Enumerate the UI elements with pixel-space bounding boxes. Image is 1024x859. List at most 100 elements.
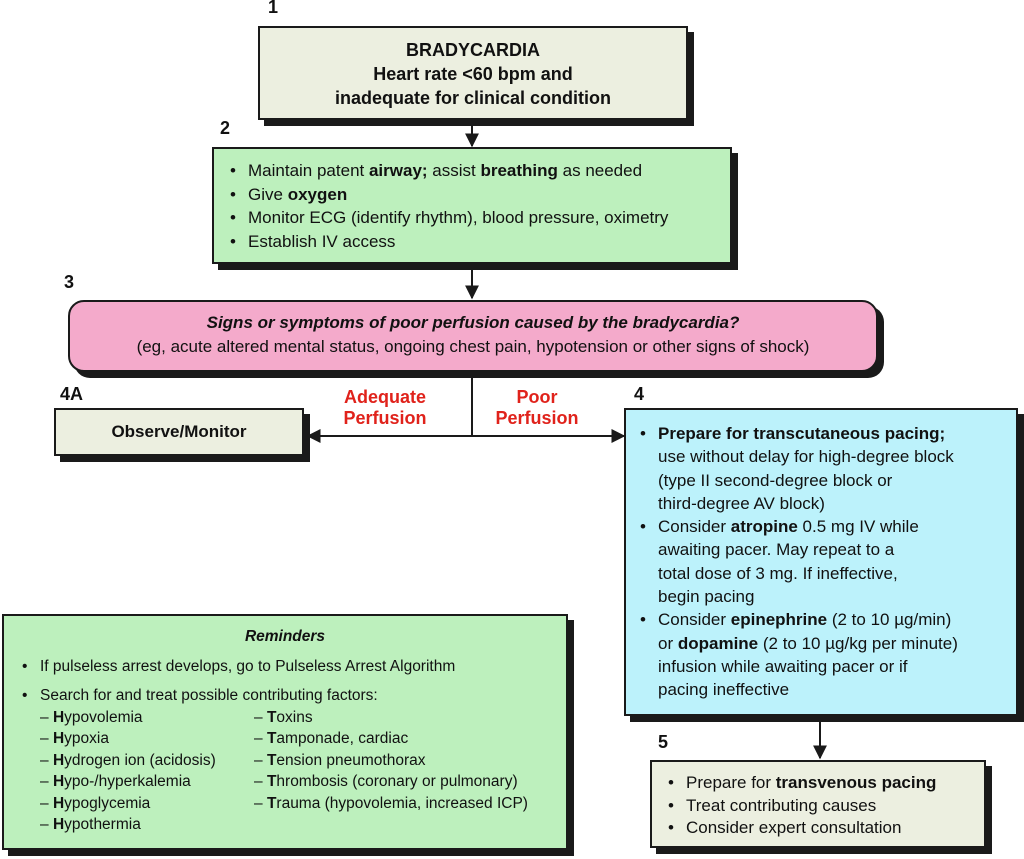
transvenous-item: Prepare for transvenous pacing	[664, 772, 974, 795]
reminders-title: Reminders	[244, 628, 326, 645]
dash: –	[254, 708, 267, 726]
dopamine-line: or dopamine (2 to 10 µg/kg per minute)	[658, 632, 1006, 655]
epinephrine-text-1: Consider	[658, 610, 731, 630]
h-cause: – Hypovolemia	[40, 707, 254, 729]
step-number-4: 4	[634, 384, 645, 404]
t-cause: – Tension pneumothorax	[254, 750, 528, 772]
transcutaneous-line-3: third-degree AV block)	[658, 493, 825, 513]
dash: –	[254, 751, 267, 769]
t-cause-text: ension pneumothorax	[276, 751, 426, 769]
reminder-contributing-factors: Search for and treat possible contributi…	[18, 685, 552, 836]
oxygen-text: Give	[248, 184, 288, 204]
h-cause-initial: H	[52, 773, 65, 790]
t-causes-list: – Toxins – Tamponade, cardiac – Tension …	[254, 707, 528, 836]
atropine-text-2: 0.5 mg IV while	[797, 517, 919, 537]
t-cause-initial: T	[266, 751, 277, 769]
bradycardia-condition: inadequate for clinical condition	[334, 88, 612, 108]
initial-care-item-monitor: Monitor ECG (identify rhythm), blood pre…	[226, 206, 718, 230]
h-cause-initial: H	[52, 816, 65, 833]
h-cause-initial: H	[52, 794, 65, 812]
observe-monitor-box: Observe/Monitor	[54, 408, 304, 456]
atropine-text-1: Consider	[658, 517, 731, 537]
dash: –	[254, 730, 267, 747]
infusion-line-2: pacing ineffective	[658, 680, 790, 700]
h-cause: – Hypothermia	[40, 814, 254, 836]
airway-text-3: as needed	[557, 161, 643, 180]
atropine-bold: atropine	[730, 517, 798, 537]
bradycardia-title: BRADYCARDIA	[406, 40, 540, 60]
dopamine-or: or	[658, 633, 678, 653]
h-cause: – Hypoxia	[40, 728, 254, 750]
poor-perfusion-word: Perfusion	[495, 408, 579, 428]
dash: –	[40, 794, 53, 812]
dash: –	[254, 773, 267, 790]
adequate-perfusion-label: Adequate Perfusion	[330, 387, 440, 429]
h-cause-text: ypothermia	[64, 816, 141, 833]
t-cause: – Thrombosis (coronary or pulmonary)	[254, 771, 528, 793]
poor-perfusion-label: Poor Perfusion	[484, 387, 590, 429]
expert-consultation-item: Consider expert consultation	[664, 817, 974, 840]
dash: –	[40, 708, 53, 726]
initial-care-item-oxygen: Give oxygen	[226, 183, 718, 207]
h-cause-text: ydrogen ion (acidosis)	[64, 751, 216, 769]
t-cause-text: hrombosis (coronary or pulmonary)	[276, 773, 518, 790]
step-number-3: 3	[64, 272, 75, 292]
dash: –	[40, 730, 53, 747]
h-cause-text: ypo-/hyperkalemia	[64, 773, 191, 790]
perfusion-question: Signs or symptoms of poor perfusion caus…	[206, 313, 740, 332]
transvenous-pacing-box: Prepare for transvenous pacing Treat con…	[650, 760, 986, 848]
step-number-1: 1	[268, 0, 279, 17]
t-cause-initial: T	[266, 730, 277, 747]
step-number-5: 5	[658, 732, 669, 752]
reminder-pulseless-arrest: If pulseless arrest develops, go to Puls…	[18, 656, 552, 678]
poor-perfusion-treatment-box: Prepare for transcutaneous pacing; use w…	[624, 408, 1018, 716]
atropine-item: Consider atropine 0.5 mg IV while awaiti…	[636, 515, 1006, 608]
adequate-perfusion-word: Perfusion	[343, 408, 427, 428]
breathing-bold: breathing	[480, 161, 558, 180]
t-cause: – Trauma (hypovolemia, increased ICP)	[254, 793, 528, 815]
dopamine-dose: (2 to 10 µg/kg per minute)	[758, 633, 958, 653]
h-causes-list: – Hypovolemia – Hypoxia – Hydrogen ion (…	[40, 707, 254, 836]
h-cause-initial: H	[52, 730, 65, 747]
atropine-line-3: begin pacing	[658, 587, 755, 607]
bradycardia-heart-rate: Heart rate <60 bpm and	[373, 64, 573, 84]
adequate-word: Adequate	[343, 387, 426, 407]
atropine-line-1: awaiting pacer. May repeat to a	[658, 540, 895, 560]
t-cause-initial: T	[266, 773, 277, 790]
h-cause-initial: H	[52, 708, 65, 726]
perfusion-examples: (eg, acute altered mental status, ongoin…	[136, 337, 810, 356]
step-number-4a: 4A	[60, 384, 84, 404]
oxygen-bold: oxygen	[287, 184, 348, 204]
h-cause-text: ypovolemia	[64, 708, 143, 726]
dash: –	[40, 816, 53, 833]
bradycardia-box: BRADYCARDIA Heart rate <60 bpm and inade…	[258, 26, 688, 120]
t-cause-text: oxins	[276, 708, 313, 726]
transcutaneous-line-1: use without delay for high-degree block	[658, 447, 954, 467]
dash: –	[40, 773, 53, 790]
t-cause-text: rauma (hypovolemia, increased ICP)	[276, 794, 528, 812]
h-cause: – Hypoglycemia	[40, 793, 254, 815]
h-cause-text: ypoglycemia	[64, 794, 151, 812]
h-cause: – Hypo-/hyperkalemia	[40, 771, 254, 793]
step-number-2: 2	[220, 118, 231, 138]
airway-text-2: assist	[427, 161, 481, 180]
contributing-causes-item: Treat contributing causes	[664, 795, 974, 818]
transvenous-text: Prepare for	[686, 773, 776, 792]
poor-word: Poor	[516, 387, 558, 407]
initial-care-item-airway: Maintain patent airway; assist breathing…	[226, 159, 718, 183]
reminders-box: Reminders If pulseless arrest develops, …	[2, 614, 568, 850]
airway-bold: airway;	[368, 161, 428, 180]
t-cause-initial: T	[266, 708, 277, 726]
initial-care-item-iv: Establish IV access	[226, 230, 718, 254]
dash: –	[40, 751, 53, 769]
t-cause-initial: T	[266, 794, 277, 812]
reminder-contributing-factors-text: Search for and treat possible contributi…	[40, 687, 378, 704]
dopamine-bold: dopamine	[677, 633, 759, 653]
observe-monitor-label: Observe/Monitor	[111, 422, 247, 441]
t-cause: – Toxins	[254, 707, 528, 729]
t-cause-text: amponade, cardiac	[276, 730, 409, 747]
transcutaneous-pacing-item: Prepare for transcutaneous pacing; use w…	[636, 422, 1006, 515]
h-cause-text: ypoxia	[64, 730, 109, 747]
h-cause-initial: H	[52, 751, 65, 769]
